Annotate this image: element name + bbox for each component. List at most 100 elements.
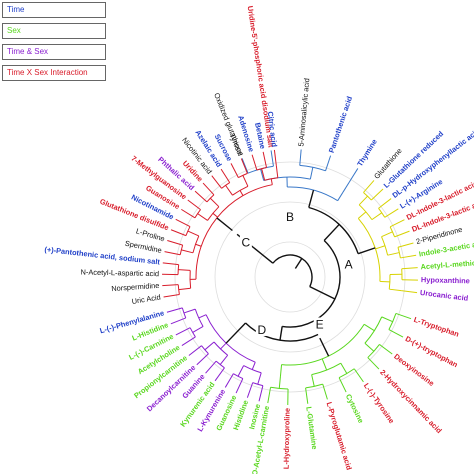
leaf-label-l-glutamine: L-Glutamine: [304, 406, 319, 450]
branch: [194, 209, 201, 219]
branch: [212, 212, 218, 218]
leaf-label-cytosine: Cytosine: [344, 393, 366, 425]
backbone-branch: [245, 322, 319, 342]
branch: [389, 219, 405, 228]
branch: [189, 270, 192, 289]
branch: [162, 262, 179, 266]
branch: [243, 365, 262, 374]
clade-label-e: E: [316, 318, 324, 332]
branch: [379, 344, 393, 355]
leaf-label-citric-acid: Citric acid: [266, 111, 279, 148]
branch: [401, 267, 418, 270]
branch: [233, 373, 244, 380]
branch: [206, 194, 215, 203]
root-branch: [294, 258, 303, 269]
branch: [194, 190, 208, 203]
branch: [358, 211, 367, 219]
leaf-label-pantothenic-acid: Pantothenic acid: [327, 95, 354, 154]
branch: [163, 294, 180, 298]
branch: [242, 175, 249, 187]
branch: [252, 382, 264, 387]
branch: [175, 218, 191, 227]
branch: [367, 357, 380, 370]
leaf-label-2-hydroxycinnamic-acid: 2-Hydroxycinnamic acid: [378, 368, 444, 436]
branch: [311, 374, 315, 387]
branch: [170, 317, 186, 325]
clade-label-bg: [255, 322, 268, 336]
legend-item-interaction: Time X Sex Interaction: [2, 65, 106, 81]
clade-label-b: B: [286, 210, 294, 224]
branch: [275, 165, 279, 178]
clade-label-bg: [284, 210, 296, 223]
branch: [358, 195, 368, 206]
leaf-label-thymine: Thymine: [355, 137, 379, 168]
branch: [305, 387, 309, 404]
legend-item-time-sex: Time & Sex: [2, 44, 106, 60]
leaf-label-hypoxanthine: Hypoxanthine: [421, 275, 470, 285]
branch: [177, 284, 180, 295]
branch: [195, 184, 273, 280]
branch: [371, 212, 383, 221]
branch: [322, 383, 328, 400]
branch: [175, 327, 191, 336]
branch: [197, 213, 208, 221]
branch: [325, 155, 332, 171]
branch: [262, 151, 267, 168]
clade-label-c: C: [242, 236, 251, 250]
leaf-label-l-pyroglutamic-acid: L-Pyroglutamic acid: [325, 401, 354, 472]
branch: [239, 190, 244, 196]
grid-circle: [174, 161, 406, 393]
branch: [205, 360, 217, 374]
branch: [338, 368, 355, 379]
branch: [219, 354, 229, 365]
branch: [397, 242, 414, 248]
branch: [381, 231, 393, 238]
branch: [394, 230, 410, 238]
leaf-label-urocanic-acid: Urocanic acid: [420, 288, 470, 303]
branch: [235, 378, 244, 394]
branch: [395, 312, 412, 320]
branch: [342, 181, 350, 193]
branch: [384, 208, 399, 218]
leaf-label-l-tyrosine: L-(-)-Tyrosine: [362, 381, 396, 425]
branch: [257, 372, 262, 385]
branch: [225, 322, 247, 344]
branch: [348, 168, 359, 183]
legend-item-time: Time: [2, 2, 106, 18]
branch: [211, 175, 222, 189]
branch: [167, 240, 183, 246]
branch: [194, 308, 204, 327]
branch: [400, 254, 417, 259]
branch: [299, 149, 302, 166]
clade-label-bg: [342, 257, 355, 271]
branch: [181, 307, 187, 319]
branch: [225, 185, 233, 196]
branch: [188, 345, 202, 356]
backbone-branch: [308, 206, 359, 254]
branch: [187, 230, 200, 237]
backbone-branch: [272, 254, 313, 287]
branch: [270, 150, 274, 167]
branch: [357, 247, 376, 255]
branch: [364, 316, 383, 344]
branch: [363, 180, 375, 193]
branch: [319, 337, 330, 357]
branch: [270, 178, 273, 185]
branch: [181, 249, 194, 254]
branch: [170, 229, 187, 237]
branch: [258, 385, 264, 402]
branch: [224, 373, 234, 388]
branch: [270, 386, 289, 390]
branch: [204, 341, 215, 351]
leaf-label-norspermidine: Norspermidine: [111, 281, 160, 293]
branch: [375, 245, 386, 250]
branch: [321, 358, 328, 371]
branch: [251, 154, 258, 171]
backbone-branch: [309, 286, 336, 300]
clade-label-d: D: [257, 323, 266, 337]
leaf-label-5-aminosalicylic-acid: 5-Aminosalicylic acid: [296, 78, 311, 147]
branch: [387, 252, 400, 256]
branch: [388, 313, 397, 330]
branch: [183, 308, 196, 314]
legend-item-sex: Sex: [2, 23, 106, 39]
